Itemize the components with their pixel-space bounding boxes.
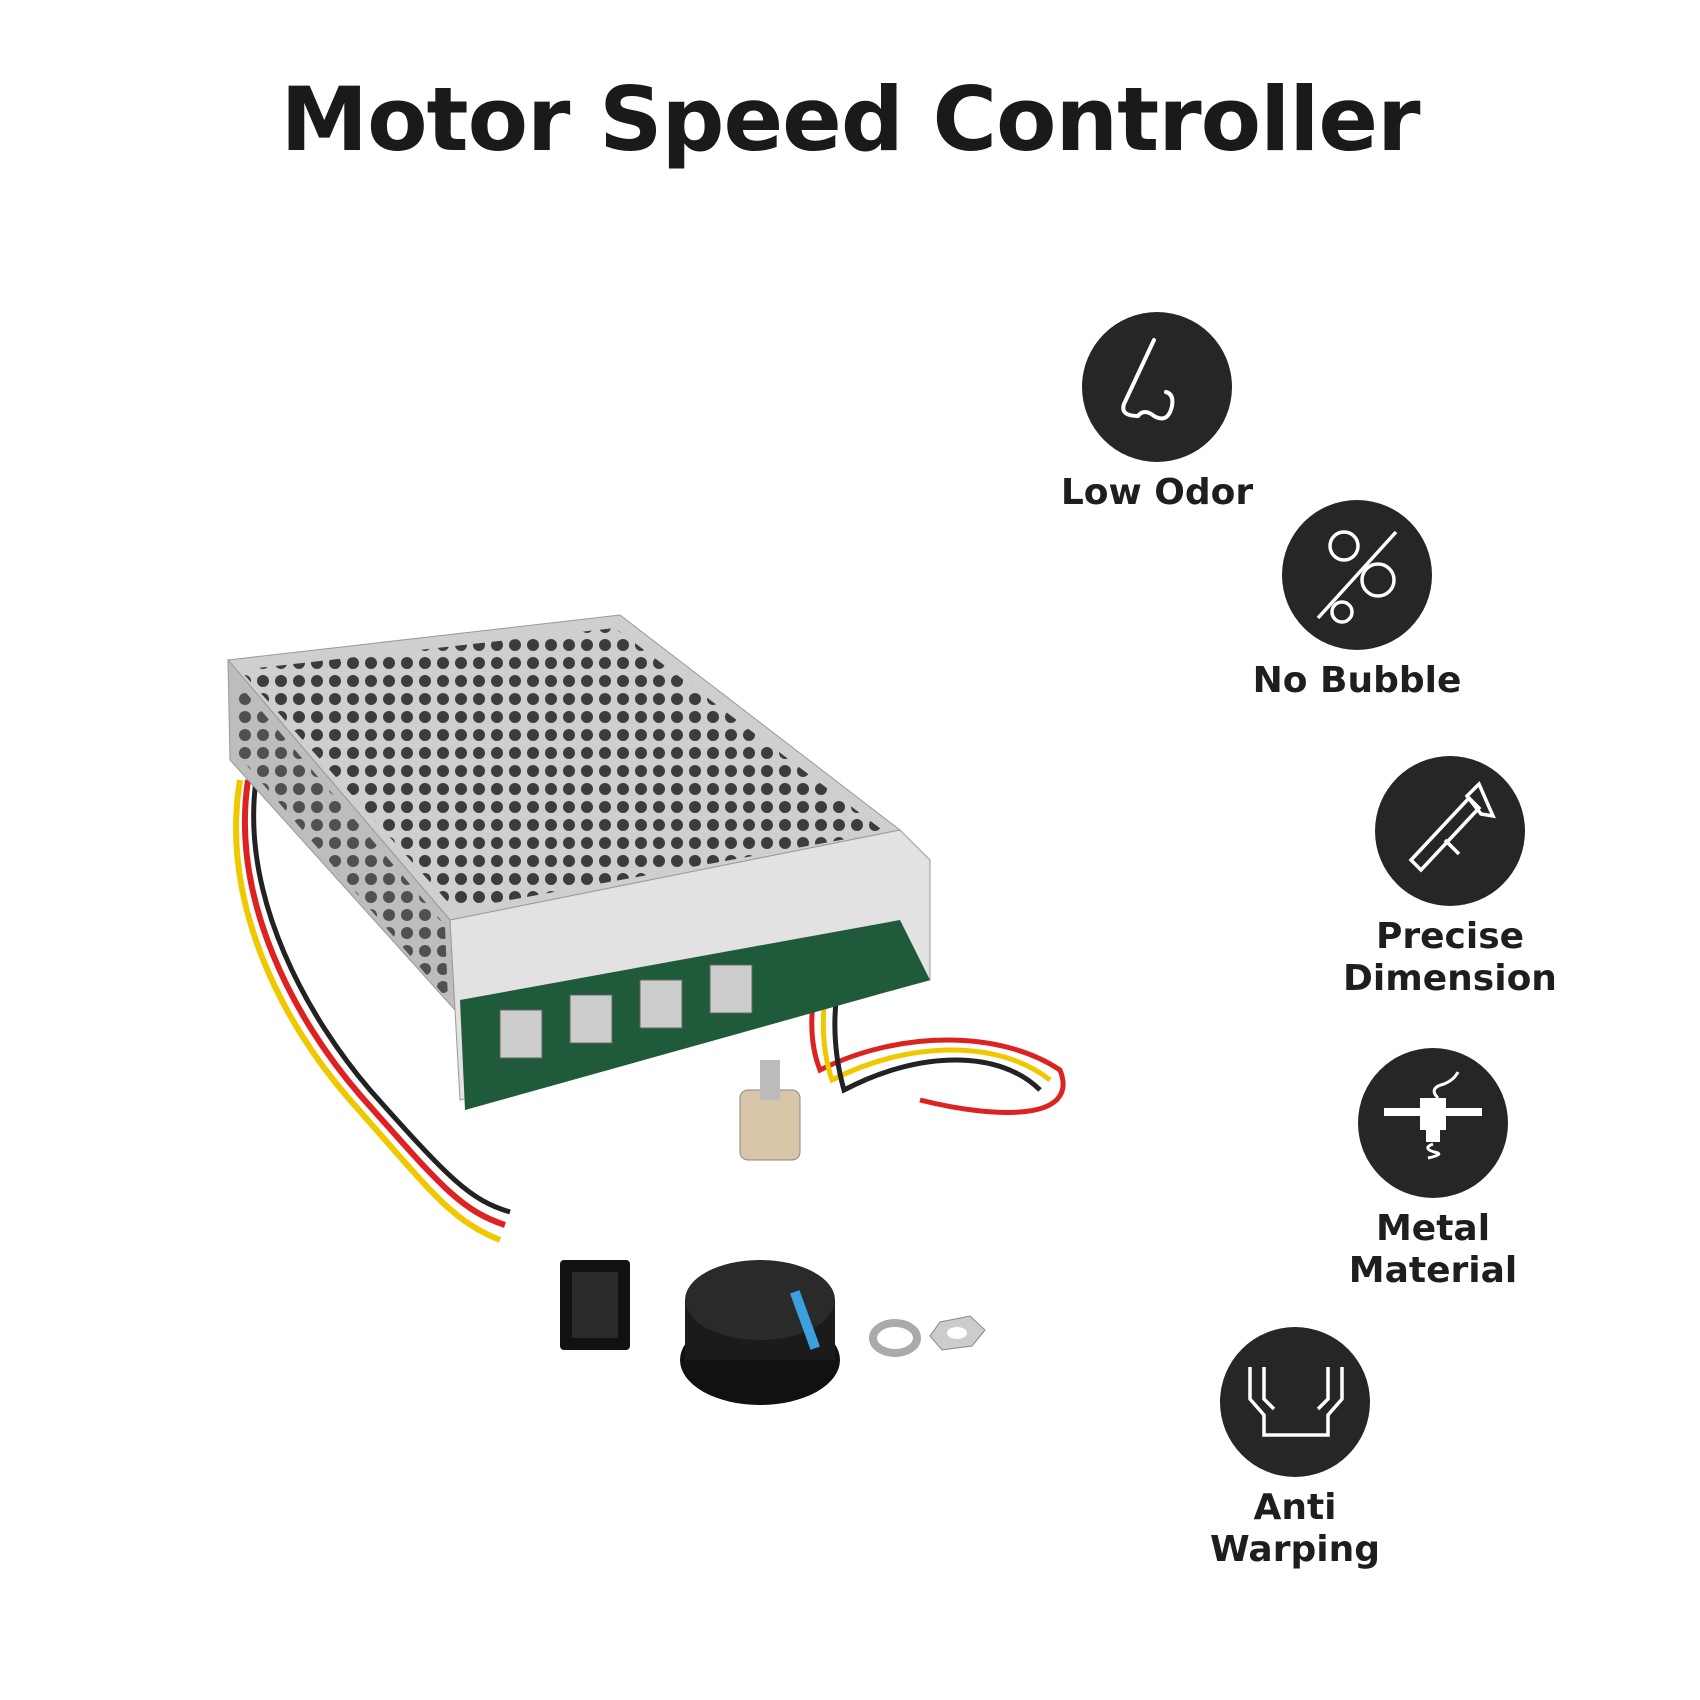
anti-warping-icon — [1248, 1367, 1344, 1437]
feature-label: Metal Material — [1348, 1208, 1518, 1291]
yellow-wire — [233, 779, 502, 1243]
black-wire — [251, 779, 511, 1215]
feature-metal-material: Metal Material — [1263, 1048, 1603, 1292]
potentiometer — [739, 1089, 801, 1161]
red-wire — [241, 779, 506, 1228]
nose-icon — [1121, 338, 1175, 421]
page-title: Motor Speed Controller — [280, 68, 1421, 171]
feature-label: Precise Dimension — [1343, 916, 1557, 999]
caliper-icon — [1408, 780, 1496, 873]
motor-speed-controller-image — [227, 614, 1066, 1405]
feature-low-odor: Low Odor — [987, 312, 1327, 514]
extruder-icon — [1384, 1071, 1482, 1160]
circuit-board — [460, 920, 930, 1110]
feature-label: Low Odor — [1060, 472, 1254, 513]
feature-label: No Bubble — [1252, 660, 1462, 701]
feature-precise-dimension: Precise Dimension — [1280, 756, 1620, 1000]
feature-label: Anti Warping — [1210, 1487, 1380, 1570]
bubbles-icon — [1316, 530, 1398, 624]
feature-no-bubble: No Bubble — [1187, 500, 1527, 702]
knob-indicator — [790, 1290, 820, 1350]
washer — [869, 1319, 921, 1357]
feature-anti-warping: Anti Warping — [1125, 1327, 1465, 1571]
